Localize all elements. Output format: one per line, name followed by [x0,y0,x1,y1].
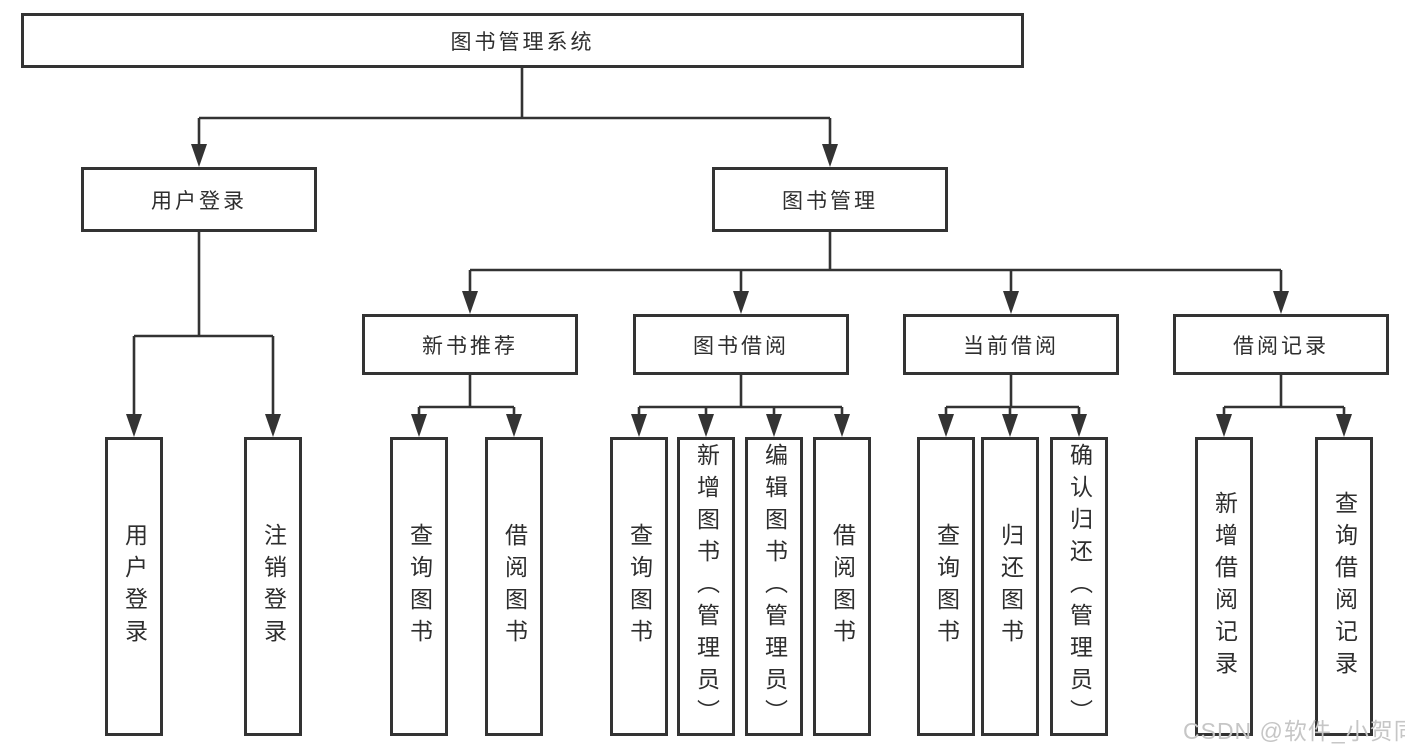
arrowheads [126,144,1352,437]
leaf-query-books-2: 查询图书 [610,437,668,736]
leaf-user-login: 用户登录 [105,437,163,736]
leaf-query-borrow-record-label: 查询借阅记录 [1331,490,1358,683]
leaf-add-borrow-record-label: 新增借阅记录 [1211,490,1238,683]
node-book-management-label: 图书管理 [782,189,878,213]
node-user-login: 用户登录 [81,167,317,232]
node-root: 图书管理系统 [21,13,1024,68]
csdn-watermark: CSDN @软件_小贺同学 [1183,718,1405,744]
leaf-confirm-return-admin: 确认归还（管理员） [1050,437,1108,736]
leaf-query-books-3-label: 查询图书 [933,522,960,651]
leaf-logout-login: 注销登录 [244,437,302,736]
leaf-query-borrow-record: 查询借阅记录 [1315,437,1373,736]
node-current-borrow: 当前借阅 [903,314,1119,375]
node-root-label: 图书管理系统 [450,30,595,54]
leaf-query-books-1-label: 查询图书 [406,522,433,651]
leaf-add-book-admin-label: 新增图书（管理员） [693,442,720,731]
leaf-borrow-books-2-label: 借阅图书 [829,522,856,651]
leaf-query-books-3: 查询图书 [917,437,975,736]
leaf-return-books: 归还图书 [981,437,1039,736]
node-new-book-recommend: 新书推荐 [362,314,578,375]
leaf-borrow-books-2: 借阅图书 [813,437,871,736]
node-book-borrow-label: 图书借阅 [693,334,789,358]
leaf-add-book-admin: 新增图书（管理员） [677,437,735,736]
node-borrow-record-label: 借阅记录 [1233,334,1329,358]
leaf-confirm-return-admin-label: 确认归还（管理员） [1066,442,1093,731]
leaf-borrow-books-1-label: 借阅图书 [501,522,528,651]
leaf-return-books-label: 归还图书 [997,522,1024,651]
leaf-query-books-1: 查询图书 [390,437,448,736]
node-book-borrow: 图书借阅 [633,314,849,375]
leaf-query-books-2-label: 查询图书 [626,522,653,651]
node-book-management: 图书管理 [712,167,948,232]
leaf-add-borrow-record: 新增借阅记录 [1195,437,1253,736]
node-borrow-record: 借阅记录 [1173,314,1389,375]
node-new-book-recommend-label: 新书推荐 [422,334,518,358]
leaf-logout-login-label: 注销登录 [260,522,287,651]
leaf-user-login-label: 用户登录 [121,522,148,651]
leaf-edit-book-admin: 编辑图书（管理员） [745,437,803,736]
leaf-borrow-books-1: 借阅图书 [485,437,543,736]
node-current-borrow-label: 当前借阅 [963,334,1059,358]
leaf-edit-book-admin-label: 编辑图书（管理员） [761,442,788,731]
node-user-login-label: 用户登录 [151,189,247,213]
